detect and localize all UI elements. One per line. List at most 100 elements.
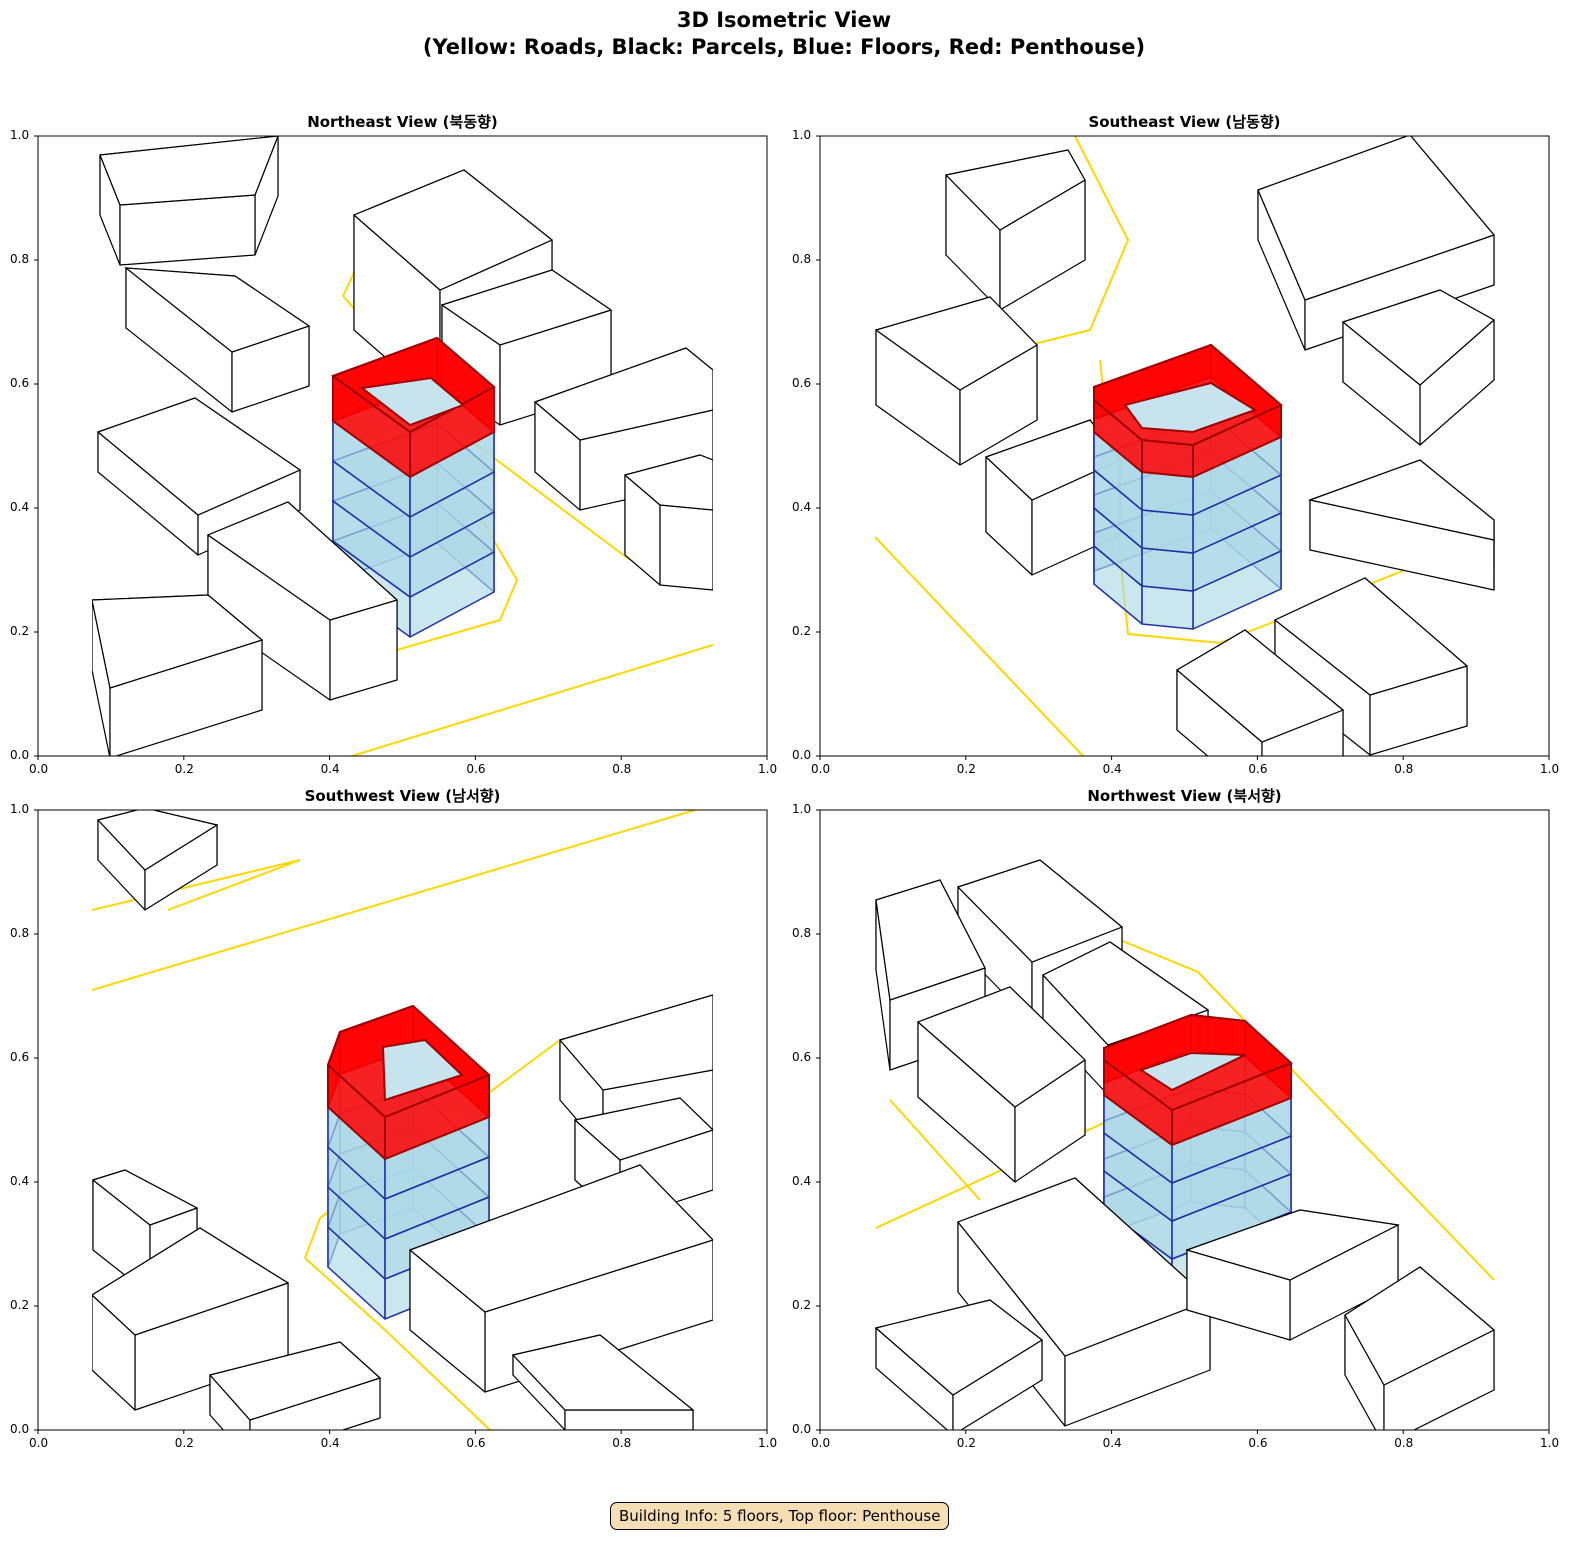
axes-southeast xyxy=(816,135,1550,760)
x-tick-label: 0.8 xyxy=(612,762,632,776)
parcel-building-top xyxy=(533,347,713,441)
x-tick-label: 0.6 xyxy=(1248,1436,1268,1450)
panel-title-southeast: Southeast View (남동향) xyxy=(1088,113,1281,131)
parcel-building-top xyxy=(124,267,311,353)
floor-wall xyxy=(1141,547,1194,592)
parcel-building-top xyxy=(916,986,1086,1108)
parcel-building-top xyxy=(956,859,1124,963)
figure-title: 3D Isometric View xyxy=(676,8,892,32)
x-tick-label: 0.2 xyxy=(956,762,976,776)
y-tick-label: 0.0 xyxy=(10,748,30,762)
y-tick-label: 0.4 xyxy=(792,1174,812,1188)
x-tick-label: 0.8 xyxy=(612,1436,632,1450)
parcel-building-top xyxy=(874,296,1038,391)
x-tick-label: 0.6 xyxy=(466,762,486,776)
parcel-building-top xyxy=(408,1164,713,1313)
y-tick-label: 0.6 xyxy=(10,376,30,390)
axes-frame xyxy=(37,135,768,757)
x-tick-label: 0.4 xyxy=(320,762,340,776)
road-line xyxy=(92,810,696,991)
x-tick-label: 0.4 xyxy=(1102,1436,1122,1450)
y-tick-label: 1.0 xyxy=(792,802,812,816)
x-tick-label: 0.6 xyxy=(1248,762,1268,776)
road-line xyxy=(351,644,713,756)
scene-southeast xyxy=(874,136,1495,756)
parcel-building-top xyxy=(1341,289,1495,386)
parcel-building-top xyxy=(206,501,399,621)
x-tick-label: 0.0 xyxy=(29,1436,49,1450)
road-line xyxy=(874,536,1084,756)
x-tick-label: 0.2 xyxy=(956,1436,976,1450)
penthouse-courtyard xyxy=(1138,1051,1246,1092)
parcel-building-top xyxy=(1175,629,1345,743)
road-line xyxy=(304,1257,491,1430)
y-tick-label: 0.6 xyxy=(792,1050,812,1064)
x-tick-label: 0.8 xyxy=(1394,762,1414,776)
y-tick-label: 0.6 xyxy=(792,376,812,390)
panel-title-northeast: Northeast View (북동향) xyxy=(307,113,498,131)
parcel-building-top xyxy=(1042,941,1210,1046)
x-tick-label: 0.0 xyxy=(811,762,831,776)
parcel-building-top xyxy=(96,810,219,871)
axes-frame xyxy=(819,135,1550,757)
parcel-building-top xyxy=(558,994,713,1091)
parcel-building-top xyxy=(1273,577,1469,696)
x-tick-label: 0.0 xyxy=(811,1436,831,1450)
y-tick-label: 0.4 xyxy=(10,1174,30,1188)
y-tick-label: 0.2 xyxy=(792,1298,812,1312)
y-tick-label: 0.0 xyxy=(792,1422,812,1436)
x-tick-label: 0.2 xyxy=(174,762,194,776)
x-tick-label: 1.0 xyxy=(1540,762,1560,776)
scene-southwest xyxy=(92,810,713,1430)
x-tick-label: 0.4 xyxy=(1102,762,1122,776)
x-tick-label: 1.0 xyxy=(1540,1436,1560,1450)
parcel-building-top xyxy=(92,1227,290,1336)
y-tick-label: 0.8 xyxy=(10,252,30,266)
y-tick-label: 0.8 xyxy=(792,926,812,940)
floor-wall xyxy=(1141,509,1194,554)
parcel-building-wall xyxy=(119,194,256,266)
road-line xyxy=(889,1099,981,1201)
y-tick-label: 0.8 xyxy=(792,252,812,266)
y-tick-label: 0.2 xyxy=(10,624,30,638)
parcel-building-top xyxy=(573,1097,713,1161)
y-tick-label: 1.0 xyxy=(792,128,812,142)
y-tick-label: 0.0 xyxy=(792,748,812,762)
scene-northeast xyxy=(92,136,713,756)
axes-frame xyxy=(37,809,768,1431)
y-tick-label: 0.4 xyxy=(10,500,30,514)
parcel-building-top xyxy=(511,1334,695,1411)
x-tick-label: 1.0 xyxy=(758,1436,778,1450)
panel-title-northwest: Northwest View (북서향) xyxy=(1087,787,1282,805)
x-tick-label: 0.4 xyxy=(320,1436,340,1450)
panel-title-southwest: Southwest View (남서향) xyxy=(304,787,501,805)
road-line xyxy=(1119,939,1495,1281)
penthouse-wall xyxy=(1141,439,1194,478)
y-tick-label: 0.2 xyxy=(10,1298,30,1312)
parcel-building-top xyxy=(874,1299,1044,1396)
x-tick-label: 0.0 xyxy=(29,762,49,776)
parcel-building-top xyxy=(1185,1209,1400,1281)
y-tick-label: 1.0 xyxy=(10,802,30,816)
scene-northwest xyxy=(874,859,1495,1430)
figure-subtitle: (Yellow: Roads, Black: Parcels, Blue: Fl… xyxy=(422,35,1146,59)
axes-frame xyxy=(819,809,1550,1431)
x-tick-label: 1.0 xyxy=(758,762,778,776)
parcel-building-top xyxy=(944,149,1086,231)
parcel-building-top xyxy=(352,169,554,291)
x-tick-label: 0.2 xyxy=(174,1436,194,1450)
penthouse-courtyard xyxy=(359,376,465,427)
parcel-building-wall xyxy=(564,1409,694,1430)
parcel-building-top xyxy=(99,136,279,206)
building-info-box: Building Info: 5 floors, Top floor: Pent… xyxy=(610,1502,950,1530)
parcel-building-top xyxy=(623,454,713,511)
parcel-building-wall xyxy=(659,504,713,591)
floor-wall xyxy=(1141,471,1194,516)
axes-northwest xyxy=(816,809,1550,1434)
road-line xyxy=(1029,136,1130,346)
parcel-building-top xyxy=(1344,1266,1495,1386)
y-tick-label: 0.8 xyxy=(10,926,30,940)
y-tick-label: 0.2 xyxy=(792,624,812,638)
